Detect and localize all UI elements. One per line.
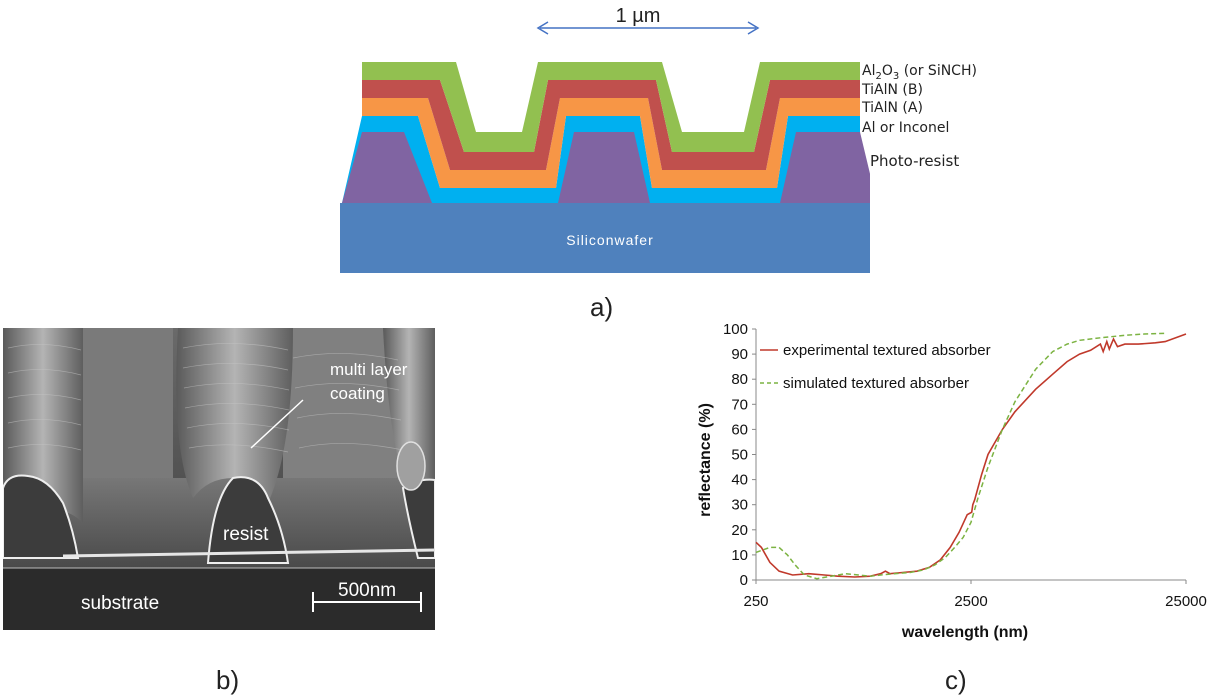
resist-label: Photo-resist	[870, 152, 960, 170]
metal-label: Al or Inconel	[862, 120, 950, 136]
sem-coating-label-1: multi layer	[330, 360, 408, 379]
series-line-2	[755, 332, 1166, 580]
tialn-b-layer	[362, 80, 860, 170]
al2o3-layer	[362, 62, 860, 152]
y-tick-label: 80	[731, 371, 748, 388]
photo-resist-middle	[558, 132, 650, 203]
x-tick-label: 25000	[1165, 593, 1207, 610]
scale-label: 1 µm	[616, 5, 661, 27]
scale-arrow	[536, 21, 760, 35]
tialn-a-layer	[362, 98, 860, 188]
y-tick-label: 100	[723, 321, 748, 338]
tialn-a-label: TiAlN (A)	[862, 100, 923, 116]
y-tick-label: 90	[731, 346, 748, 363]
tialn-b-label: TiAlN (B)	[862, 82, 923, 98]
sem-coating-label-2: coating	[330, 384, 385, 403]
y-tick-label: 0	[740, 572, 748, 589]
sem-scale-label: 500nm	[338, 580, 396, 601]
sem-resist-label: resist	[223, 524, 269, 545]
substrate-label: Siliconwafer	[566, 232, 653, 248]
sem-image: multi layer coating resist substrate 500…	[3, 328, 435, 630]
y-tick-label: 20	[731, 522, 748, 539]
legend-label-1: experimental textured absorber	[783, 342, 991, 359]
al2o3-label: Al2O3 (or SiNCH)	[862, 63, 977, 82]
y-tick-label: 70	[731, 396, 748, 413]
y-tick-label: 30	[731, 497, 748, 514]
reflectance-chart: 0 10 20 30 40 50 60 70 80 90 100 250 2500 25000 exper…	[697, 321, 1207, 641]
sem-substrate-label: substrate	[81, 593, 159, 614]
y-tick-label: 10	[731, 547, 748, 564]
y-tick-label: 60	[731, 421, 748, 438]
legend-label-2: simulated textured absorber	[783, 375, 969, 392]
x-tick-label: 2500	[954, 593, 987, 610]
panel-letter-b: b)	[216, 665, 240, 695]
layer-stack-diagram: 1 µm Siliconwafer	[340, 5, 870, 273]
panel-letter-c: c)	[945, 665, 967, 695]
x-axis-label: wavelength (nm)	[901, 624, 1028, 641]
silicon-wafer	[340, 203, 870, 273]
panel-letter-a: a)	[590, 292, 614, 322]
y-tick-label: 50	[731, 447, 748, 464]
x-tick-label: 250	[743, 593, 768, 610]
photo-resist-left	[342, 132, 432, 203]
photo-resist-right	[780, 132, 870, 203]
scale-bar	[312, 592, 422, 612]
y-tick-label: 40	[731, 472, 748, 489]
series-line-1	[755, 333, 1187, 578]
y-axis-label: reflectance (%)	[697, 403, 714, 517]
